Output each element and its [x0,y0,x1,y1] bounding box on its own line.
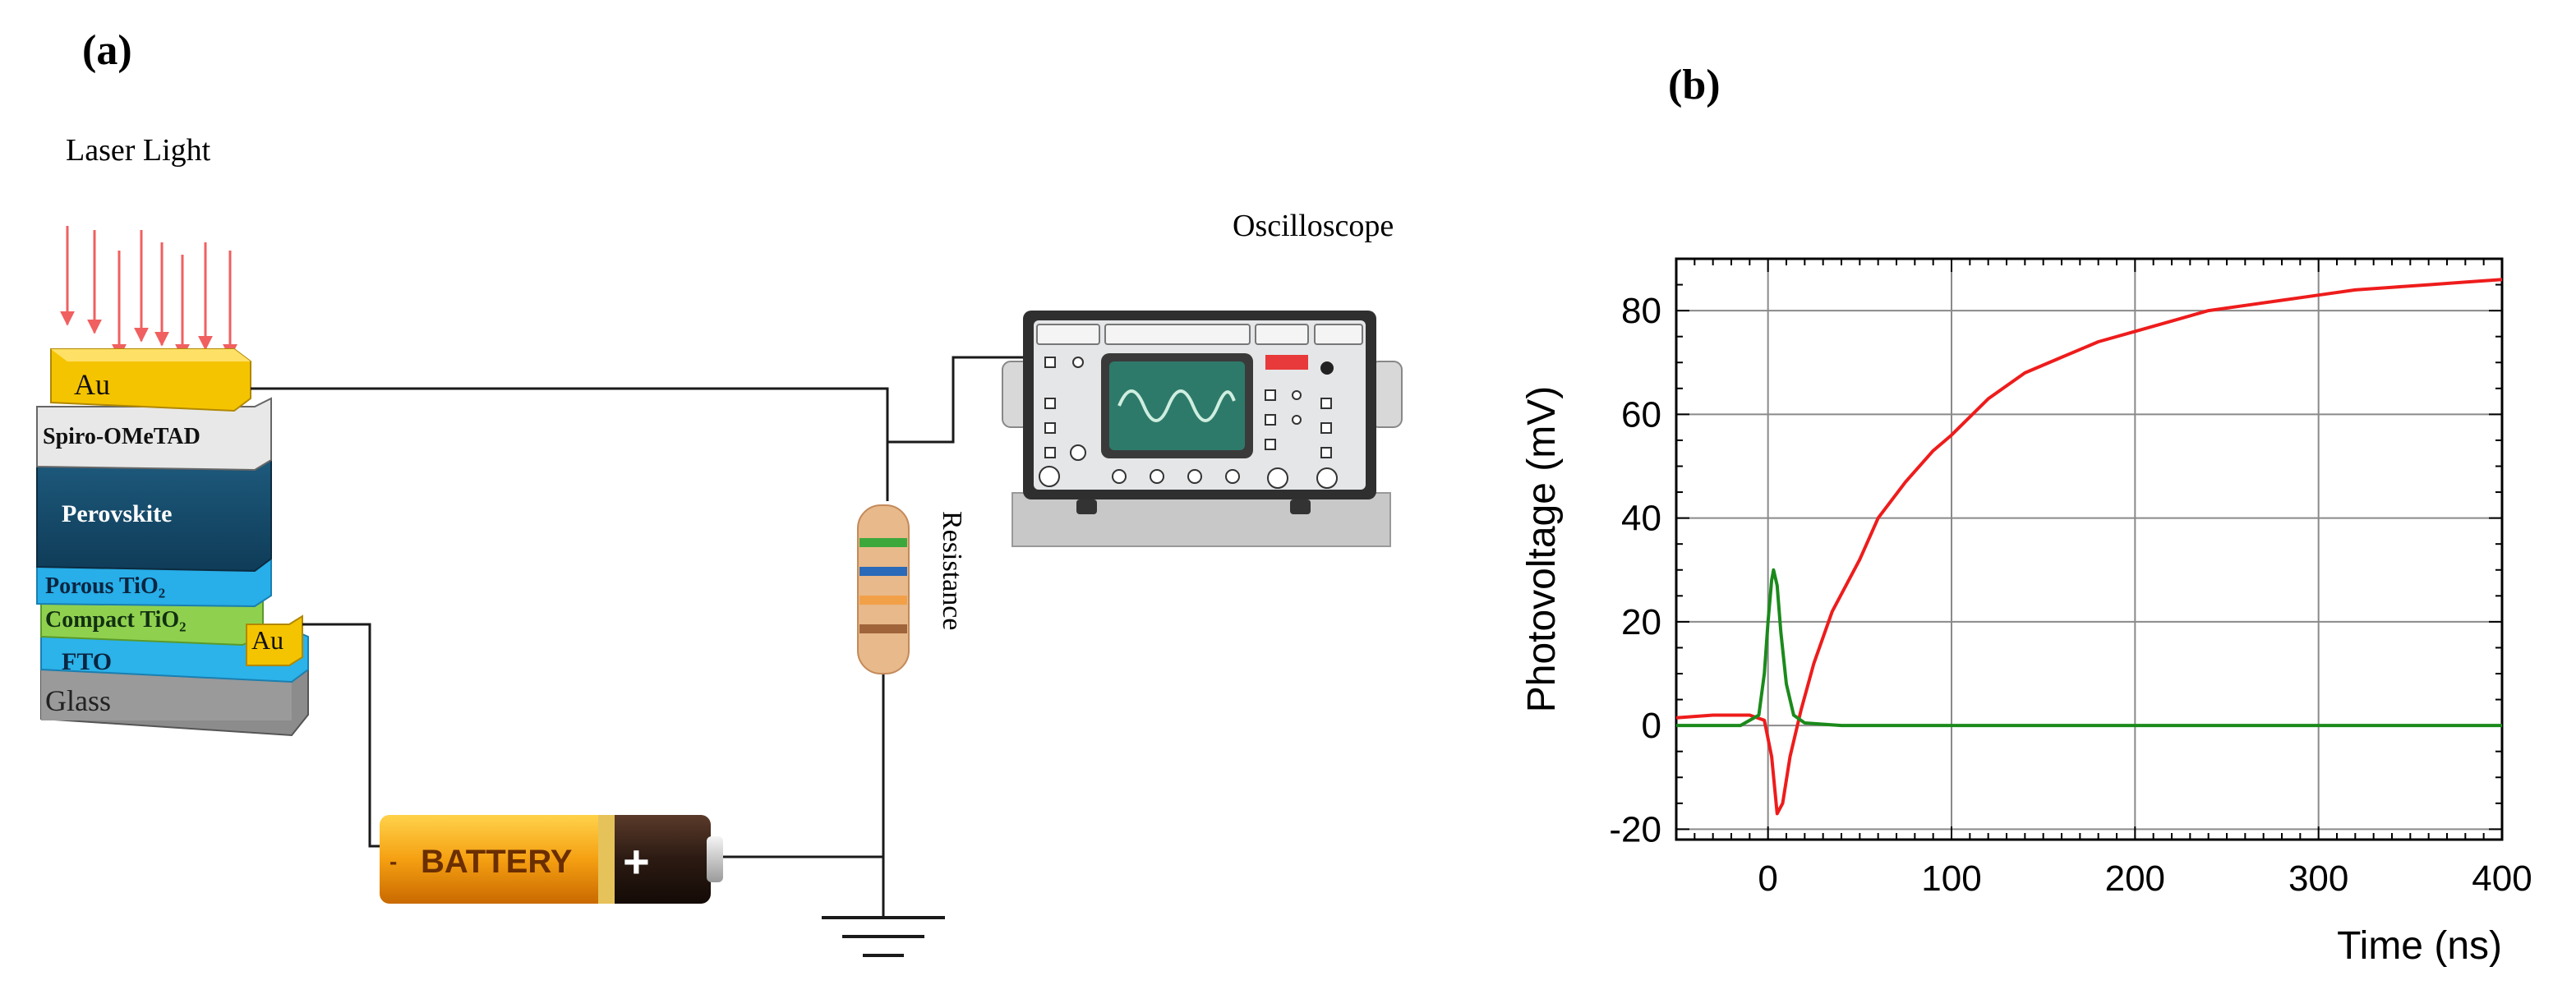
oscilloscope-waveform [1117,389,1236,422]
spiro-layer [36,397,272,472]
spiro-label: Spiro-OMeTAD [43,424,200,449]
fto-label: FTO [62,648,112,675]
x-tick-label: 200 [2105,858,2165,899]
plot-frame [1675,257,2504,841]
resistor-band-orange [859,596,907,605]
resistor [857,504,910,674]
y-axis-label: Photovoltage (mV) [1520,386,1564,713]
battery: BATTERY + - [380,815,723,904]
resistor-band-blue [859,567,907,576]
wire-top [251,387,889,501]
oscilloscope-label: Oscilloscope [1233,209,1394,243]
battery-label: BATTERY [421,844,573,880]
battery-plus: + [623,835,650,887]
resistor-band-brown [859,624,907,633]
wire-side-au [302,623,382,848]
y-tick-label: 60 [1621,394,1661,435]
y-tick-label: 40 [1621,499,1661,539]
y-tick-label: 80 [1621,291,1661,331]
panel-b-label: (b) [1668,62,1721,108]
perovskite-label: Perovskite [62,500,172,527]
laser-arrows [60,226,237,359]
y-tick-label: 20 [1621,602,1661,642]
x-tick-label: 100 [1921,858,1981,899]
wire-to-scope [887,356,1023,444]
oscilloscope-screen [1109,361,1245,450]
resistance-label: Resistance [937,511,967,630]
resistor-band-green [859,538,907,547]
solar-cell-stack: Glass FTO Compact TiO₂ Au Porous TiO₂ Pe… [36,348,309,737]
series-line-red [1675,278,2503,816]
ground-symbol [822,916,945,957]
au-side-label: Au [251,625,283,655]
series-line-green [1676,568,2502,728]
panel-a-label: (a) [82,27,132,74]
au-top-label: Au [74,368,110,401]
oscilloscope-red-display [1265,355,1308,370]
compact-tio2-label: Compact TiO₂ [45,607,187,633]
porous-tio2-label: Porous TiO₂ [45,573,165,599]
battery-minus: - [389,849,397,874]
y-tick-label: -20 [1609,809,1661,849]
panel-a: (a) Laser Light Glass FTO Compact TiO₂ [36,27,1403,957]
x-axis-label: Time (ns) [2337,924,2502,968]
oscilloscope [1002,311,1403,547]
y-tick-label: 0 [1642,706,1661,746]
circuit-wires [251,356,1023,916]
laser-light-label: Laser Light [66,133,211,168]
glass-label: Glass [45,684,111,717]
x-tick-label: 400 [2472,858,2532,899]
x-tick-label: 0 [1758,858,1777,899]
au-side-electrode [246,614,303,666]
x-tick-label: 300 [2288,858,2348,899]
